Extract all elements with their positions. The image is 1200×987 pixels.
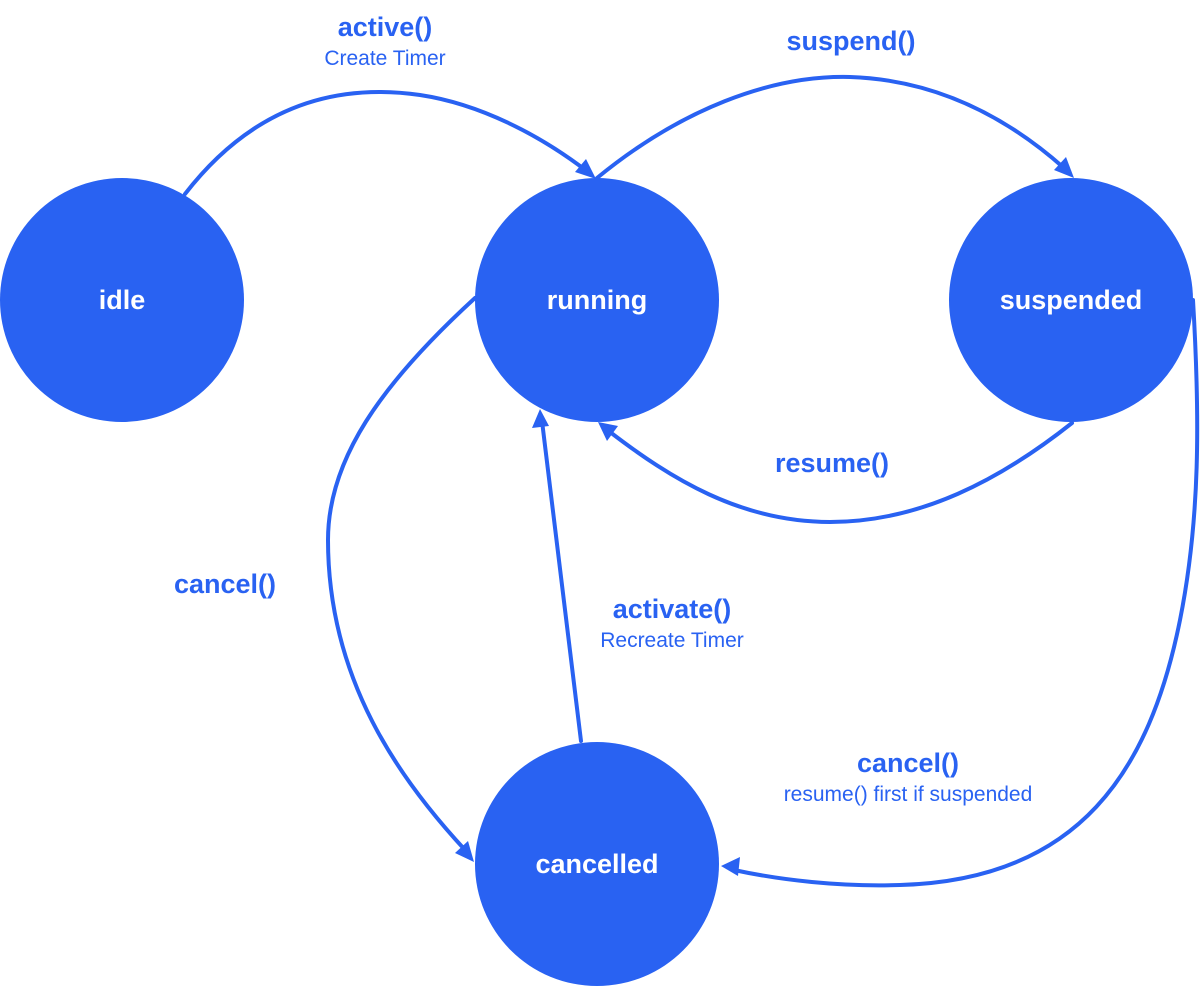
state-running-circle [475,178,719,422]
label-cancel-suspended: cancel() [857,748,959,778]
arrowhead-resume-icon [598,422,618,441]
label-active: active() [338,12,433,42]
state-running-label: running [547,285,647,315]
arrowhead-cancel-running-icon [455,841,474,862]
sublabel-activate: Recreate Timer [600,629,744,652]
sublabel-active: Create Timer [324,47,445,70]
arrowhead-cancel-suspended-icon [721,857,740,876]
state-cancelled-label: cancelled [535,849,658,879]
transitions [183,74,1200,888]
sublabel-cancel-suspended: resume() first if suspended [784,783,1033,806]
arrowhead-activate-icon [532,409,549,428]
edge-resume [608,421,1074,525]
label-resume: resume() [775,448,889,478]
state-cancelled-circle [475,742,719,986]
label-cancel-running: cancel() [174,569,276,599]
edge-suspend [595,74,1066,180]
edge-activate [540,419,583,743]
arrowhead-active-icon [575,159,596,179]
state-idle[interactable]: idle [0,178,244,422]
label-activate: activate() [613,594,732,624]
state-cancelled[interactable]: cancelled [475,742,719,986]
state-suspended-label: suspended [1000,285,1143,315]
arrowhead-suspend-icon [1054,157,1074,178]
transition-labels: active() Create Timer suspend() resume()… [174,12,1032,806]
edge-cancel-running [325,296,477,853]
state-idle-circle [0,178,244,422]
state-idle-label: idle [99,285,146,315]
label-suspend: suspend() [786,26,915,56]
state-suspended[interactable]: suspended [949,178,1193,422]
edge-active [183,90,590,196]
states: idle running suspended cancelled [0,178,1193,986]
edge-cancel-suspended [732,298,1200,888]
state-suspended-circle [949,178,1193,422]
state-running[interactable]: running [475,178,719,422]
